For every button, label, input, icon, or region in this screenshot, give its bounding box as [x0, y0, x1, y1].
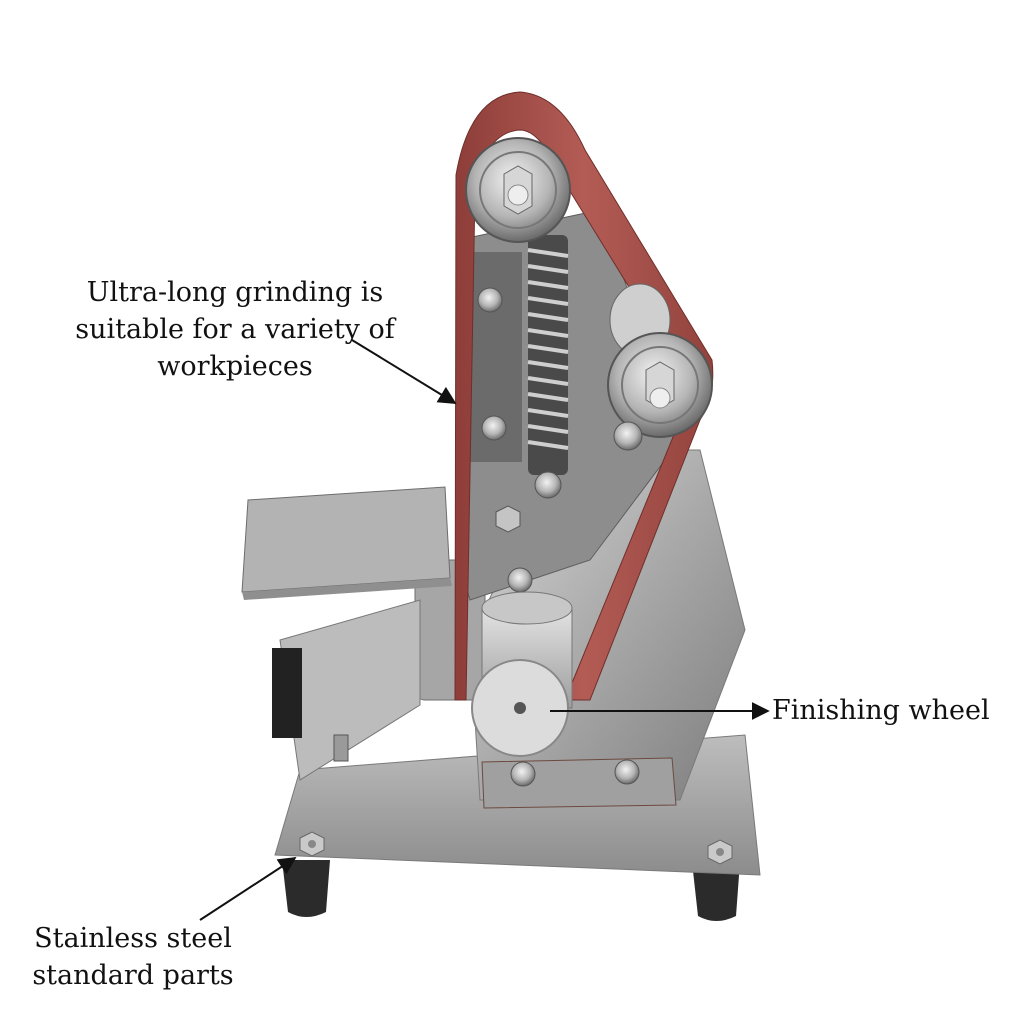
- finishing-wheel: [471, 591, 573, 757]
- tension-spring: [527, 235, 569, 499]
- callout-arrow-stainless-steel-parts: [199, 857, 297, 921]
- callout-line: Ultra-long grinding is: [86, 277, 384, 308]
- work-table: [241, 486, 451, 593]
- callout-line: suitable for a variety of: [75, 314, 395, 345]
- callout-ultra-long-grinding: Ultra-long grinding is suitable for a va…: [70, 274, 400, 385]
- arm-bolts: [477, 287, 533, 593]
- tracking-bearing: [607, 283, 713, 451]
- callout-stainless-steel-parts: Stainless steel standard parts: [18, 920, 248, 994]
- sanding-belt: [454, 91, 714, 701]
- callout-line: workpieces: [157, 351, 313, 382]
- callout-line: Stainless steel: [34, 923, 232, 954]
- mounting-block: [481, 757, 677, 809]
- switch-box: [272, 599, 421, 781]
- callout-line: standard parts: [32, 960, 234, 991]
- callout-arrow-ultra-long-grinding: [351, 339, 457, 404]
- base-bolts: [299, 831, 733, 865]
- top-idler-bearing: [465, 137, 571, 243]
- callout-line: Finishing wheel: [772, 695, 990, 726]
- callout-finishing-wheel: Finishing wheel: [772, 692, 990, 729]
